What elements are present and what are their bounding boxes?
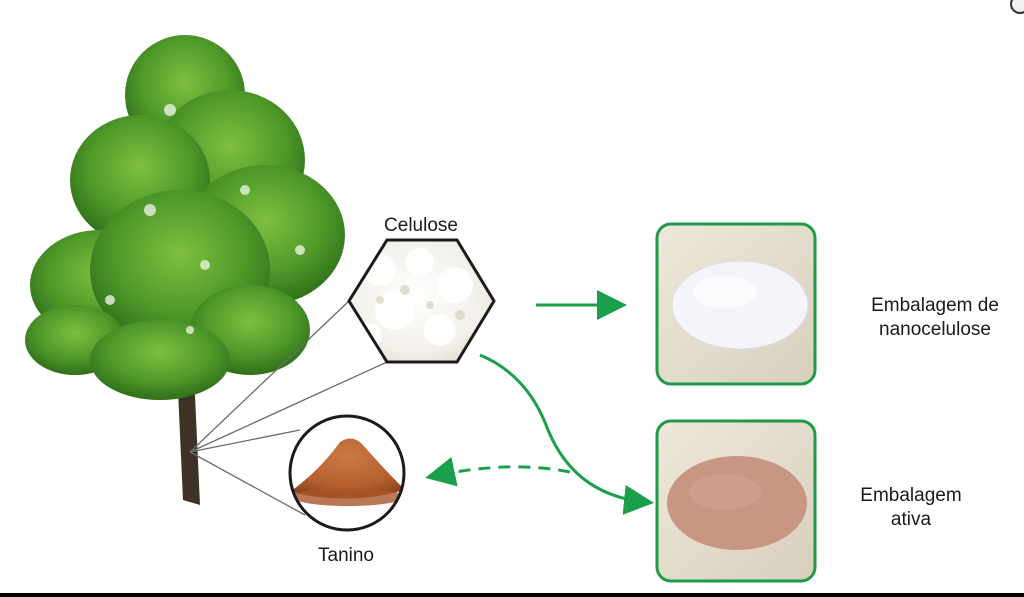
nanocellulose-packaging-frame <box>655 222 817 386</box>
active-packaging-label: Embalagem ativa <box>860 485 962 530</box>
tannin-label: Tanino <box>318 545 374 566</box>
corner-icon <box>1010 0 1024 14</box>
tree-icon <box>25 35 345 505</box>
cellulose-label: Celulose <box>384 215 458 236</box>
active-packaging-frame <box>655 419 817 583</box>
nanocellulose-packaging-label: Embalagem de nanocelulose <box>871 295 999 340</box>
arrow-cellulose-to-active <box>479 353 654 515</box>
cellulose-hexagon-icon <box>347 238 496 364</box>
arrow-tannin-dashed <box>425 456 571 487</box>
leader-lines <box>189 300 388 516</box>
arrows <box>425 290 654 515</box>
tannin-circle-icon <box>288 414 406 532</box>
